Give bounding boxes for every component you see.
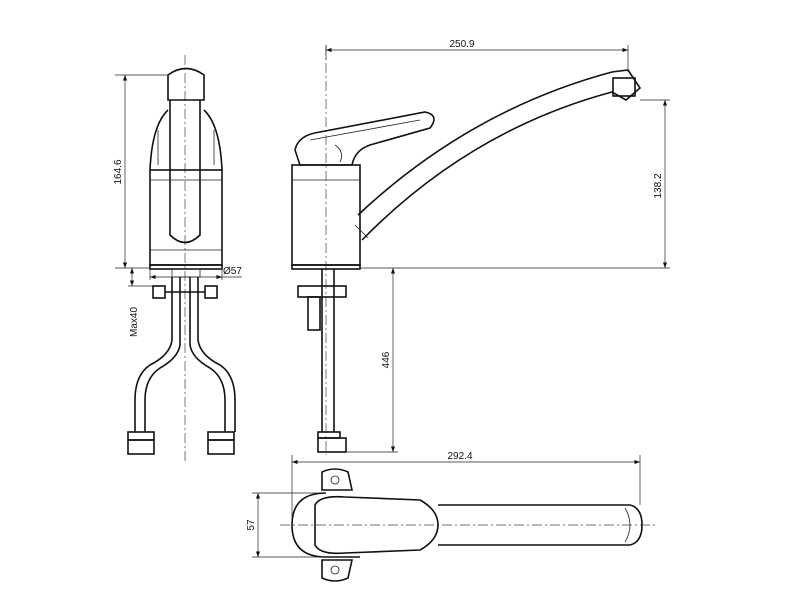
dim-spout-height: 138.2	[653, 173, 664, 198]
dim-spout-reach: 250.9	[449, 39, 474, 50]
dim-max-counter: Max40	[129, 307, 140, 337]
dim-total-length: 292.4	[447, 451, 472, 462]
front-view: 164.6 Ø57 Max40	[113, 55, 242, 462]
side-view: 250.9 138.2 446	[291, 39, 670, 455]
dim-total-height: 164.6	[113, 159, 124, 184]
dim-hose-length: 446	[381, 351, 392, 368]
top-view: 292.4 57	[246, 451, 655, 582]
dim-base-diameter: Ø57	[223, 266, 242, 277]
dim-base-width: 57	[246, 519, 257, 531]
